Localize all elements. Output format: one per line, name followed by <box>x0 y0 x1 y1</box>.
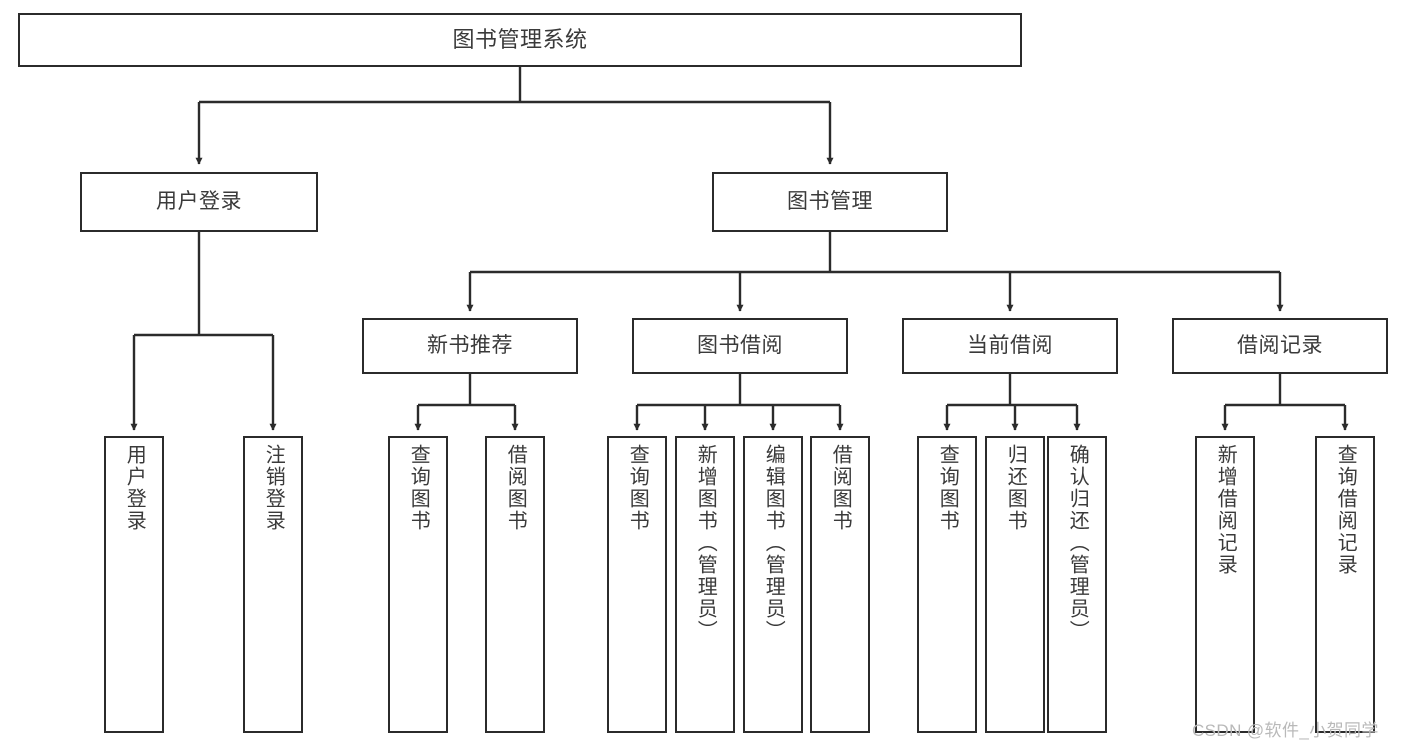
node-label: 用户登录 <box>123 444 146 532</box>
node-book-borrow[interactable]: 图书借阅 <box>632 318 848 374</box>
node-label: 当前借阅 <box>967 334 1053 358</box>
node-label: 查询图书 <box>407 444 430 532</box>
leaf-borrow-borrow-book[interactable]: 借阅图书 <box>810 436 870 733</box>
node-borrow-record[interactable]: 借阅记录 <box>1172 318 1388 374</box>
node-label: 新增借阅记录 <box>1214 444 1237 576</box>
node-label: 新增图书（管理员） <box>694 444 717 642</box>
node-user-login[interactable]: 用户登录 <box>80 172 318 232</box>
node-label: 借阅记录 <box>1237 334 1323 358</box>
node-label: 借阅图书 <box>504 444 527 532</box>
node-label: 图书借阅 <box>697 334 783 358</box>
node-label: 注销登录 <box>262 444 285 532</box>
node-book-management[interactable]: 图书管理 <box>712 172 948 232</box>
leaf-user-logout[interactable]: 注销登录 <box>243 436 303 733</box>
leaf-current-return-book[interactable]: 归还图书 <box>985 436 1045 733</box>
node-label: 图书管理 <box>787 190 873 214</box>
node-label: 新书推荐 <box>427 334 513 358</box>
node-label: 借阅图书 <box>829 444 852 532</box>
node-label: 用户登录 <box>156 190 242 214</box>
leaf-current-query-book[interactable]: 查询图书 <box>917 436 977 733</box>
leaf-record-query-record[interactable]: 查询借阅记录 <box>1315 436 1375 733</box>
node-label: 确认归还（管理员） <box>1066 444 1089 642</box>
node-label: 查询借阅记录 <box>1334 444 1357 576</box>
leaf-borrow-add-book[interactable]: 新增图书（管理员） <box>675 436 735 733</box>
node-current-borrow[interactable]: 当前借阅 <box>902 318 1118 374</box>
csdn-watermark: CSDN @软件_小贺同学 <box>1192 721 1379 740</box>
node-label: 查询图书 <box>626 444 649 532</box>
leaf-newbook-query-book[interactable]: 查询图书 <box>388 436 448 733</box>
node-label: 归还图书 <box>1004 444 1027 532</box>
node-label: 查询图书 <box>936 444 959 532</box>
node-label: 图书管理系统 <box>452 26 588 52</box>
leaf-borrow-edit-book[interactable]: 编辑图书（管理员） <box>743 436 803 733</box>
node-root-system[interactable]: 图书管理系统 <box>18 13 1022 67</box>
node-new-book-recommend[interactable]: 新书推荐 <box>362 318 578 374</box>
leaf-newbook-borrow-book[interactable]: 借阅图书 <box>485 436 545 733</box>
leaf-current-confirm-return[interactable]: 确认归还（管理员） <box>1047 436 1107 733</box>
leaf-borrow-query-book[interactable]: 查询图书 <box>607 436 667 733</box>
node-label: 编辑图书（管理员） <box>762 444 785 642</box>
leaf-record-add-record[interactable]: 新增借阅记录 <box>1195 436 1255 733</box>
leaf-user-login[interactable]: 用户登录 <box>104 436 164 733</box>
